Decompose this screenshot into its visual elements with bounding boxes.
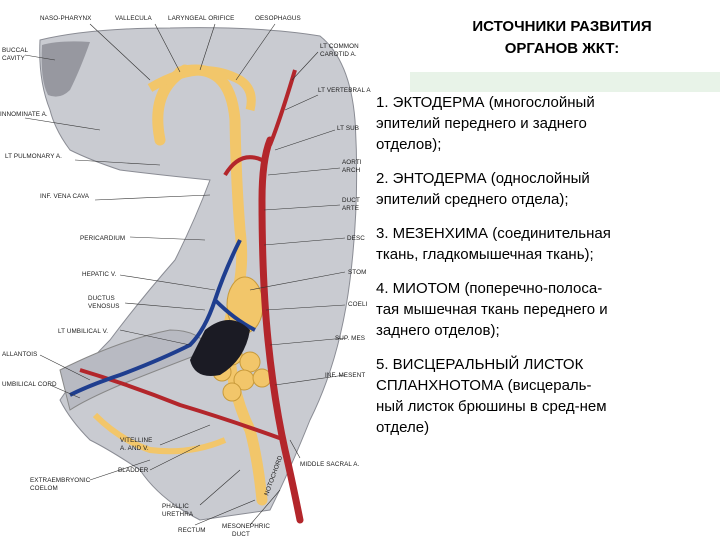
label-allantois: ALLANTOIS (2, 351, 37, 358)
title-line-2: ОРГАНОВ ЖКТ: (504, 40, 620, 57)
label-extraembryonic-1: EXTRAEMBRYONIC (30, 477, 91, 484)
source-item-line: ный листок брюшины в сред-нем (376, 398, 607, 415)
label-bladder: BLADDER (118, 467, 149, 474)
label-stom: STOM (348, 269, 366, 276)
label-inf-vena-cava: INF. VENA CAVA (40, 193, 90, 200)
label-laryngeal-orifice: LARYNGEAL ORIFICE (168, 15, 234, 22)
label-ductus: DUCTUS (88, 295, 115, 302)
label-arte: ARTE (342, 205, 359, 212)
label-vitelline-2: A. AND V. (120, 445, 149, 452)
source-item: 1. ЭКТОДЕРМА (многослойный эпителий перед… (376, 92, 714, 155)
label-coeli: COELI (348, 301, 368, 308)
source-item: 3. МЕЗЕНХИМА (соединительная ткань, гладк… (376, 223, 714, 265)
source-item-line: заднего отделов); (376, 322, 500, 339)
embryo-figure: NASO-PHARYNX VALLECULA LARYNGEAL ORIFICE… (0, 15, 371, 538)
source-item-line: 2. ЭНТОДЕРМА (однослойный (376, 170, 590, 187)
label-oesophagus: OESOPHAGUS (255, 15, 301, 22)
label-extraembryonic-2: COELOM (30, 485, 58, 492)
source-item-line: эпителий среднего отдела); (376, 191, 569, 208)
source-item-line: 4. МИОТОМ (поперечно-полоса- (376, 280, 603, 297)
label-venosus: VENOSUS (88, 303, 120, 310)
source-item-line: 3. МЕЗЕНХИМА (соединительная (376, 225, 611, 242)
label-lt-common-carotid-2: CAROTID A. (320, 51, 357, 58)
label-vallecula: VALLECULA (115, 15, 153, 22)
label-lt-vertebral: LT VERTEBRAL A (318, 87, 371, 94)
label-buccal-cavity-1: BUCCAL (2, 47, 29, 54)
title-band (410, 72, 720, 92)
source-item-line: СПЛАНХНОТОМА (висцераль- (376, 377, 592, 394)
source-item: 4. МИОТОМ (поперечно-полоса-тая мышечная… (376, 278, 714, 341)
label-rectum: RECTUM (178, 527, 206, 534)
label-lt-sub: LT SUB (337, 125, 359, 132)
source-list: 1. ЭКТОДЕРМА (многослойный эпителий перед… (376, 92, 714, 451)
label-aorti: AORTI (342, 159, 362, 166)
label-hepatic-v: HEPATIC V. (82, 271, 117, 278)
aorta-vessel (258, 136, 304, 524)
source-item-line: отделов); (376, 136, 442, 153)
label-phallic-1: PHALLIC (162, 503, 189, 510)
label-lt-umbilical-v: LT UMBILICAL V. (58, 328, 108, 335)
label-vitelline-1: VITELLINE (120, 437, 152, 444)
liver-dark (190, 320, 250, 376)
allantois-duct (92, 412, 227, 455)
label-phallic-2: URETHRA (162, 511, 194, 518)
source-item-line: эпителий переднего и заднего (376, 115, 587, 132)
label-arch: ARCH (342, 167, 361, 174)
label-desc: DESC (347, 235, 365, 242)
source-item-line: 5. ВИСЦЕРАЛЬНЫЙ ЛИСТОК (376, 356, 584, 373)
label-mesonephric-2: DUCT (232, 531, 250, 538)
source-item: 5. ВИСЦЕРАЛЬНЫЙ ЛИСТОК СПЛАНХНОТОМА (висц… (376, 354, 714, 438)
source-item-line: тая мышечная ткань переднего и (376, 301, 608, 318)
label-naso-pharynx: NASO-PHARYNX (40, 15, 92, 22)
label-pericardium: PERICARDIUM (80, 235, 125, 242)
label-middle-sacral: MIDDLE SACRAL A. (300, 461, 360, 468)
label-umbilical-cord: UMBILICAL CORD (2, 381, 57, 388)
source-item: 2. ЭНТОДЕРМА (однослойный эпителий средне… (376, 168, 714, 210)
label-innominate: INNOMINATE A. (0, 111, 48, 118)
title-line-1: ИСТОЧНИКИ РАЗВИТИЯ (472, 18, 652, 35)
label-mesonephric-1: MESONEPHRIC (222, 523, 270, 530)
slide-title: ИСТОЧНИКИ РАЗВИТИЯ ОРГАНОВ ЖКТ: (410, 10, 714, 72)
source-item-line: ткань, гладкомышечная ткань); (376, 246, 594, 263)
buccal-cavity-shape (41, 41, 90, 97)
gut-arch (147, 66, 256, 112)
label-sup-mes: SUP. MES (335, 335, 365, 342)
embryo-diagram: NASO-PHARYNX VALLECULA LARYNGEAL ORIFICE… (0, 15, 371, 538)
label-lt-common-carotid-1: LT COMMON (320, 43, 359, 50)
label-lt-pulmonary: LT PULMONARY A. (5, 153, 62, 160)
source-item-line: отделе) (376, 419, 430, 436)
source-item-line: 1. ЭКТОДЕРМА (многослойный (376, 94, 595, 111)
carotid-vessel (223, 69, 297, 177)
leader-lines (24, 23, 346, 526)
label-inf-mesent: INF. MESENT (325, 372, 365, 379)
label-duct: DUCT (342, 197, 360, 204)
label-buccal-cavity-2: CAVITY (2, 55, 26, 62)
